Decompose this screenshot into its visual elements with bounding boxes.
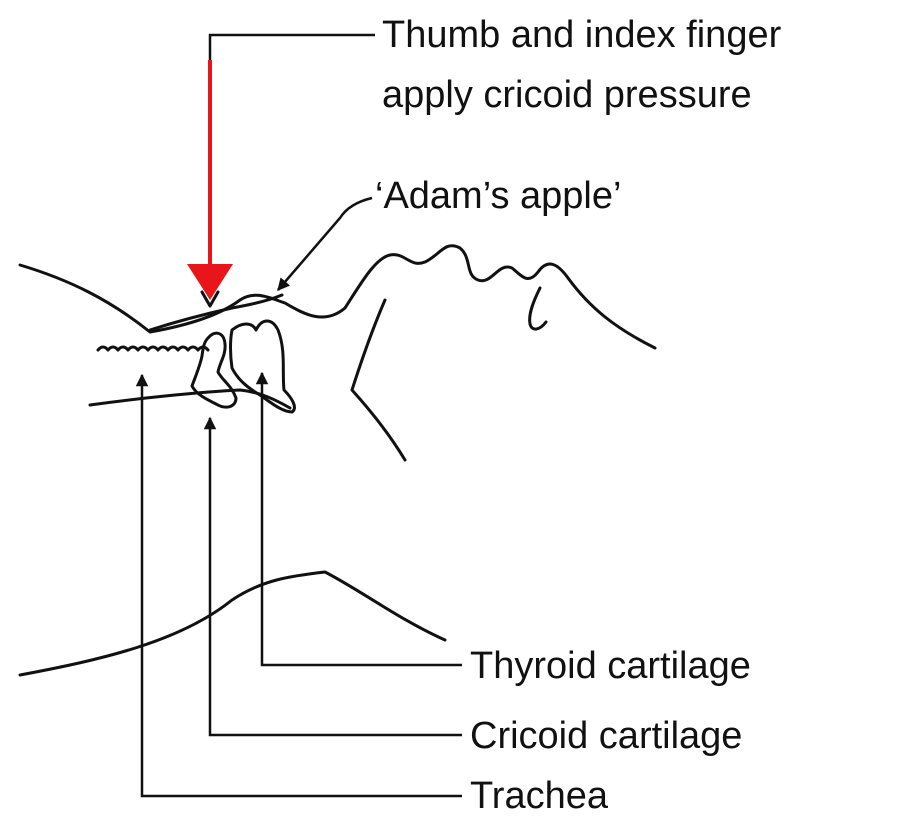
cricoid-cartilage-label: Cricoid cartilage — [470, 715, 742, 757]
neck-profile-outline — [20, 246, 655, 348]
adams-apple-label: ‘Adam’s apple’ — [375, 175, 621, 217]
thyroid-leader — [262, 373, 462, 665]
adams-apple-leader — [278, 198, 372, 290]
tracheal-rings — [98, 347, 208, 350]
trachea-leader — [142, 375, 462, 796]
pressure-arrow-leader — [210, 35, 375, 265]
trachea-back-wall — [90, 390, 290, 408]
pressure-arrow-head — [187, 264, 233, 300]
throat-skin-line — [150, 295, 282, 330]
jaw-line — [352, 300, 405, 460]
pressure-label-line2: apply cricoid pressure — [382, 74, 752, 116]
trachea-label: Trachea — [470, 775, 609, 816]
shoulder-outline — [20, 572, 445, 675]
nostril-outline — [530, 288, 546, 329]
pressure-label-line1: Thumb and index finger — [382, 14, 782, 56]
thyroid-cartilage-label: Thyroid cartilage — [470, 645, 751, 687]
